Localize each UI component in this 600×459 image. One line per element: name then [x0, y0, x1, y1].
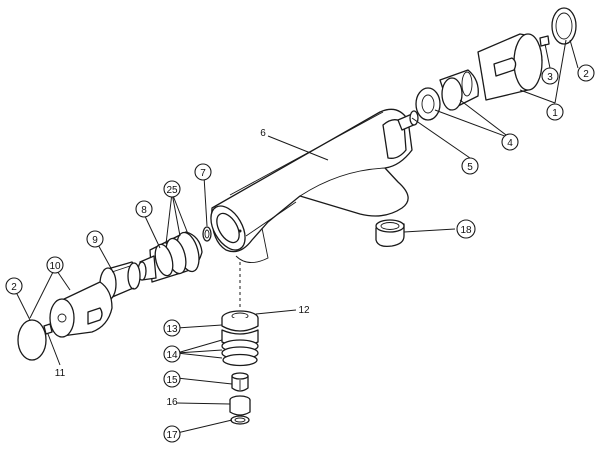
waste-plug [221, 310, 259, 332]
thermostatic-cartridge [137, 231, 203, 283]
end-cap-right [551, 7, 577, 45]
callout-3: 3 [541, 67, 559, 85]
callout-6: 6 [260, 128, 266, 139]
callout-14: 14 [163, 345, 181, 363]
callout-2-label: 2 [583, 69, 589, 80]
callout-7: 7 [194, 163, 212, 181]
callout-11: 11 [55, 368, 66, 379]
callout-4-label: 4 [507, 138, 513, 149]
flow-handle [477, 33, 543, 101]
callout-11-label: 11 [55, 368, 66, 379]
callout-5: 5 [461, 157, 479, 175]
callout-2-left: 2 [5, 277, 23, 295]
callout-25: 25 [163, 180, 181, 198]
callout-2-left-label: 2 [11, 282, 17, 293]
callout-8: 8 [135, 200, 153, 218]
callout-13: 13 [163, 319, 181, 337]
callout-13-label: 13 [166, 324, 178, 335]
o-ring-small [202, 226, 212, 242]
locking-nut [229, 395, 251, 416]
callout-7-label: 7 [200, 168, 206, 179]
callout-12: 12 [298, 305, 310, 316]
callout-14-label: 14 [166, 350, 178, 361]
callout-6-label: 6 [260, 128, 266, 139]
aerator [375, 219, 405, 248]
check-valve [231, 372, 249, 392]
flow-valve-assembly [415, 69, 479, 121]
callout-12-label: 12 [298, 305, 310, 316]
callout-10-label: 10 [49, 261, 61, 272]
callout-15: 15 [163, 370, 181, 388]
callout-18-label: 18 [460, 225, 472, 236]
temperature-handle [49, 281, 113, 338]
faucet-body [210, 108, 413, 263]
waste-body [221, 329, 259, 367]
callout-10: 10 [46, 256, 64, 274]
callout-3-label: 3 [547, 72, 553, 83]
spindle [397, 110, 419, 131]
callout-15-label: 15 [166, 375, 178, 386]
callout-17: 17 [163, 425, 181, 443]
end-cap-left [17, 319, 47, 361]
handle-screw [539, 35, 550, 47]
callout-8-label: 8 [141, 205, 147, 216]
callout-17-label: 17 [166, 430, 178, 441]
flat-washer [230, 415, 250, 425]
callout-16: 16 [166, 397, 178, 408]
callout-9: 9 [86, 230, 104, 248]
callout-2: 2 [577, 64, 595, 82]
callout-5-label: 5 [467, 162, 473, 173]
callout-16-label: 16 [166, 397, 178, 408]
callout-9-label: 9 [92, 235, 98, 246]
callout-1: 1 [546, 103, 564, 121]
callout-25-label: 25 [166, 185, 178, 196]
grub-screw [43, 323, 53, 335]
callout-18: 18 [456, 219, 476, 239]
callout-4: 4 [501, 133, 519, 151]
callout-1-label: 1 [552, 108, 558, 119]
leader-lines [13, 39, 579, 434]
